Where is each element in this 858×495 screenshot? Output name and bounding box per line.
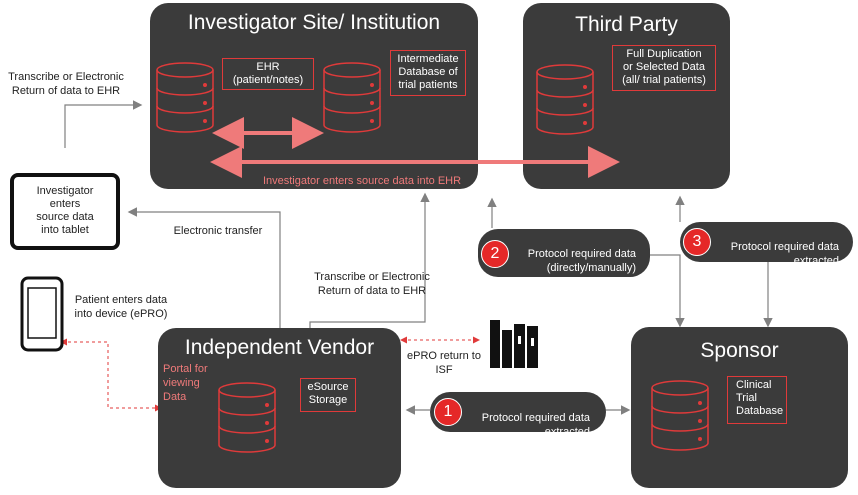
flow-2-text: Protocol required data (directly/manuall… — [527, 248, 636, 288]
source-note: Investigator enters source data into EHR — [262, 175, 462, 187]
investigator-site-title: Investigator Site/ Institution — [187, 11, 441, 34]
independent-vendor-title: Independent Vendor — [184, 336, 375, 359]
epro-return-text: ePRO return to ISF — [407, 350, 481, 376]
third-party-label: Full Duplication or Selected Data (all/ … — [612, 45, 716, 91]
arrow-transcribe-mid — [309, 192, 430, 328]
sponsor-title: Sponsor — [700, 339, 779, 362]
third-party-title: Third Party — [575, 13, 678, 36]
transcribe-mid-text: Transcribe or Electronic Return of data … — [314, 271, 430, 297]
sponsor-box: Sponsor — [631, 327, 848, 488]
arrow-flow-3 — [675, 195, 773, 328]
transcribe-top-text: Transcribe or Electronic Return of data … — [8, 71, 124, 97]
arrow-epro-device — [60, 338, 162, 412]
patient-epro-text: Patient enters data into device (ePRO) — [74, 294, 168, 320]
flow-3-text: Protocol required data extracted — [730, 241, 839, 267]
flow-3-pill: Protocol required data extracted — [680, 222, 853, 267]
independent-vendor-box: Independent Vendor — [158, 328, 401, 488]
flow-1-number: 1 — [434, 398, 462, 426]
arrow-flow-2 — [487, 197, 685, 328]
ehr-label: EHR (patient/notes) — [222, 58, 314, 90]
esource-storage-label: eSource Storage — [300, 378, 356, 412]
clinical-trial-database-label: Clinical Trial Database — [727, 376, 787, 424]
flow-3-number: 3 — [683, 228, 711, 256]
flow-2-number: 2 — [481, 240, 509, 268]
intermediate-label: Intermediate Database of trial patients — [390, 50, 466, 96]
arrow-transcribe-to-ehr — [64, 100, 143, 148]
flow-1-text: Protocol required data extracted — [481, 412, 590, 438]
flow-2-pill: Protocol required data (directly/manuall… — [478, 229, 650, 288]
portal-label: Portal for viewing Data — [163, 363, 208, 403]
arrow-electronic-transfer — [127, 207, 281, 328]
electronic-transfer-text: Electronic transfer — [173, 225, 263, 237]
tablet-text: Investigator enters source data into tab… — [36, 185, 94, 236]
